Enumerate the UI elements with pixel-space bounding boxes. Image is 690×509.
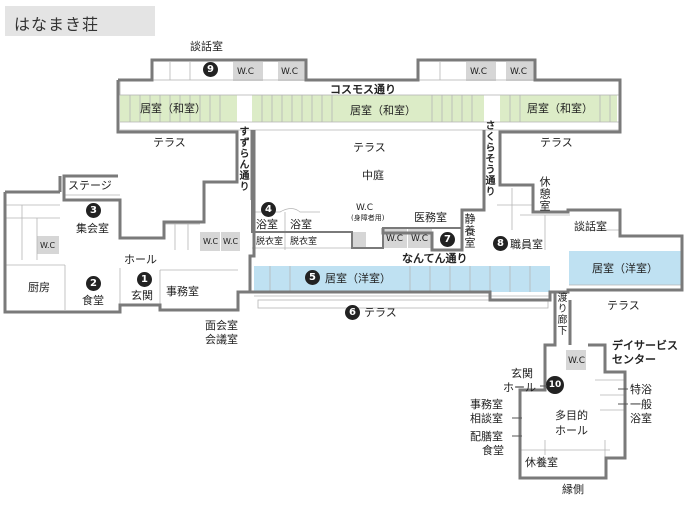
wc-group [37,62,586,370]
label-dayservice-2: センター [612,353,656,366]
courtyard-wall [251,200,462,249]
marker-9: 9 [203,62,218,77]
label-jimushitsu-2: 事務室 [470,398,503,411]
label-shukaishitsu: 集会室 [76,222,109,235]
label-yokushitsu-1: 浴室 [256,218,278,231]
label-dayservice-1: デイサービス [612,339,678,352]
wc-top-4 [506,62,534,81]
marker-5: 5 [305,270,320,285]
label-danwashitsu-right: 談話室 [574,220,607,233]
corridor-nanten: なんてん通り [402,252,468,265]
label-ippan: 一般 [630,398,652,411]
label-tamokuteki-2: ホール [555,424,588,437]
label-hall: ホール [124,253,157,266]
label-washitsu-right: 居室（和室） [527,102,593,115]
corridor-cosmos: コスモス通り [330,83,396,96]
label-youshitsu-main: 居室（洋室） [325,272,391,285]
outer-walls [3,58,684,480]
wc-top-3 [466,62,496,81]
wc-mid-1 [200,232,220,251]
label-shokudo-2: 食堂 [482,444,504,457]
marker-4: 4 [261,202,276,217]
marker-8: 8 [493,236,508,251]
room-washitsu-center [252,95,484,122]
marker-3: 3 [86,203,101,218]
label-genkan-hall-1: 玄関 [511,367,533,380]
label-washitsu-left: 居室（和室） [140,102,206,115]
label-danwashitsu-top: 談話室 [190,40,223,53]
wc-top-1 [233,62,263,81]
marker-1: 1 [137,272,152,287]
label-youshitsu-east: 居室（洋室） [592,262,658,275]
label-imushitsu: 医務室 [414,211,447,224]
label-shokudo: 食堂 [82,294,104,307]
label-wc-day: W.C [568,356,586,366]
label-wc-center-2: W.C [411,234,429,244]
label-datsuishitsu-1: 脱衣室 [256,237,284,247]
label-tamokuteki: 多目的 [555,409,588,422]
label-wc-top-2: W.C [281,67,299,77]
label-washitsu-center: 居室（和室） [350,104,416,117]
label-kyukeishitsu: 休憩室 [538,176,551,212]
title-box [5,6,155,36]
label-tokuyoku: 特浴 [630,383,652,396]
corridor-suzuran: すずらん通り [237,126,248,192]
label-wc-top-1: W.C [237,67,255,77]
marker-10: 10 [546,376,564,394]
label-chubo: 厨房 [28,281,50,294]
label-wc-accessible: W.C [356,203,374,213]
room-washitsu-right [500,95,617,122]
marker-7: 7 [440,232,455,247]
label-wc-top-4: W.C [510,67,528,77]
label-haizenshitsu: 配膳室 [470,430,503,443]
wc-accessible [352,232,366,248]
wc-west [37,236,59,254]
label-terrace-south: テラス [364,306,397,319]
map-title: はなまき荘 [14,15,100,34]
label-kaigishitsu: 会議室 [205,333,238,346]
marker-6: 6 [345,305,360,320]
corridor-sakurasou: さくらそう通り [483,120,494,197]
label-wc-accessible-note: (身障者用) [351,214,385,222]
label-genkan: 玄関 [131,289,153,302]
label-jimushitsu: 事務室 [166,285,199,298]
label-watari-roka: 渡り廊下 [555,292,566,336]
wc-top-2 [278,62,305,81]
label-terrace-center: テラス [353,141,386,154]
label-terrace-left: テラス [153,136,186,149]
label-datsuishitsu-2: 脱衣室 [290,237,318,247]
wc-day [566,350,586,370]
label-wc-mid-1: W.C [203,237,219,246]
label-wc-west: W.C [40,241,56,250]
label-terrace-right: テラス [540,136,573,149]
label-yokushitsu-2: 浴室 [290,218,312,231]
label-terrace-east: テラス [607,299,640,312]
label-kyuyoushitsu: 休養室 [525,456,558,469]
label-genkan-hall-2: ホール [503,381,536,394]
marker-2: 2 [86,276,101,291]
label-engawa: 縁側 [562,483,584,496]
room-youshitsu-main [254,266,550,292]
label-ippan-2: 浴室 [630,412,652,425]
label-shokuinshitsu: 職員室 [510,238,543,251]
label-stage: ステージ [68,179,112,192]
label-wc-center-1: W.C [386,234,404,244]
label-nakaniwa: 中庭 [362,169,384,182]
label-wc-mid-2: W.C [223,237,239,246]
label-seiyoushitsu: 静養室 [463,213,476,249]
label-menkaishitsu: 面会室 [205,319,238,332]
label-sodanshitsu: 相談室 [470,412,503,425]
label-wc-top-3: W.C [470,67,488,77]
wc-mid-2 [221,232,240,251]
room-youshitsu-east [569,251,682,285]
room-washitsu-left [120,95,237,122]
